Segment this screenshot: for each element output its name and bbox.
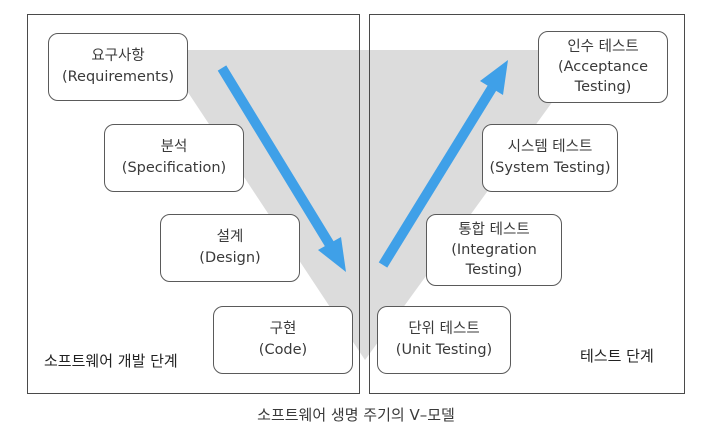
specification-label: 분석 (160, 139, 188, 155)
specification-english: (Specification) (121, 160, 227, 176)
design-label: 설계 (216, 229, 244, 245)
specification-box: 분석 (Specification) (104, 124, 244, 192)
down-arrow (217, 65, 346, 272)
integration-testing-label: 통합 테스트 (458, 222, 530, 238)
figure-caption: 소프트웨어 생명 주기의 V–모델 (257, 406, 455, 424)
system-testing-label: 시스템 테스트 (507, 139, 593, 155)
acceptance-testing-english-line2: Testing) (574, 79, 632, 95)
integration-testing-box: 통합 테스트 (Integration Testing) (426, 214, 562, 286)
testing-phase-label: 테스트 단계 (580, 347, 654, 365)
system-testing-english: (System Testing) (489, 160, 611, 176)
development-phase-panel (27, 14, 360, 394)
unit-testing-box: 단위 테스트 (Unit Testing) (377, 306, 511, 374)
integration-testing-english: (Integration (451, 242, 537, 258)
v-triangle-shape (160, 50, 590, 360)
design-english: (Design) (199, 250, 261, 266)
design-box: 설계 (Design) (160, 214, 300, 282)
code-english: (Code) (258, 342, 308, 358)
integration-testing-english-line2: Testing) (465, 262, 523, 278)
development-phase-label: 소프트웨어 개발 단계 (44, 352, 178, 370)
acceptance-testing-box: 인수 테스트 (Acceptance Testing) (538, 31, 668, 103)
unit-testing-english: (Unit Testing) (395, 342, 493, 358)
acceptance-testing-label: 인수 테스트 (567, 39, 639, 55)
unit-testing-label: 단위 테스트 (408, 321, 480, 337)
system-testing-box: 시스템 테스트 (System Testing) (482, 124, 618, 192)
requirements-english: (Requirements) (61, 69, 175, 85)
up-arrow (378, 60, 508, 268)
code-label: 구현 (269, 321, 297, 337)
requirements-box: 요구사항 (Requirements) (48, 33, 188, 101)
testing-phase-panel (369, 14, 685, 394)
code-box: 구현 (Code) (213, 306, 353, 374)
acceptance-testing-english: (Acceptance (557, 59, 649, 75)
requirements-label: 요구사항 (91, 48, 145, 64)
